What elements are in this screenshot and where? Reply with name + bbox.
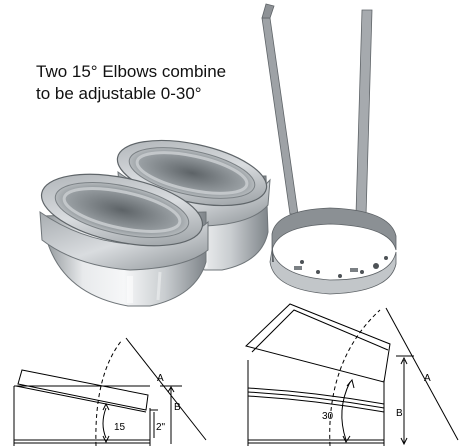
dim-a-label: A	[157, 373, 164, 384]
caption-line-1: Two 15° Elbows combine	[36, 62, 227, 81]
angle-label: 30	[322, 411, 334, 422]
diagram-15-degree	[13, 337, 207, 446]
caption: Two 15° Elbows combine to be adjustable …	[36, 61, 236, 105]
diagram-30-degree	[245, 303, 459, 446]
dim-b-label: B	[396, 408, 403, 419]
dim-b-label: B	[174, 402, 181, 413]
offset-label: 2"	[156, 422, 166, 433]
caption-line-2: to be adjustable 0-30°	[36, 84, 202, 103]
angle-label: 15	[114, 422, 126, 433]
support-strap	[261, 3, 397, 295]
dim-a-label: A	[424, 373, 431, 384]
elbow-front	[39, 173, 209, 307]
